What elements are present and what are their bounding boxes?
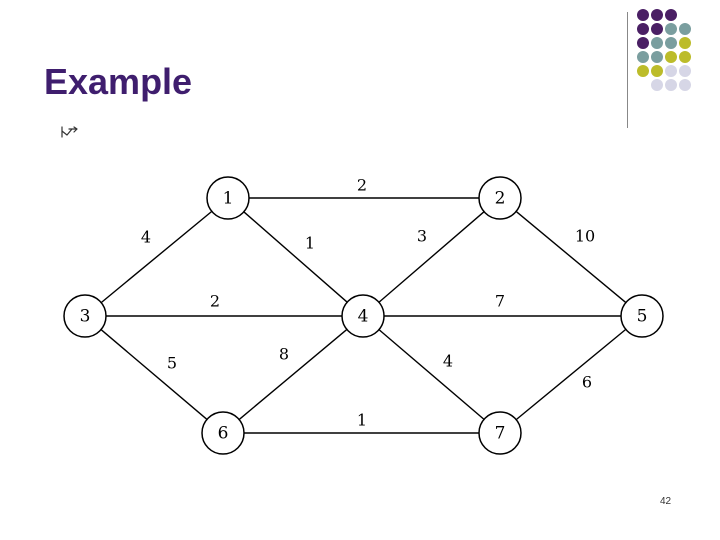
decor-dot-lavender bbox=[679, 65, 691, 77]
graph-node-3: 3 bbox=[63, 294, 107, 338]
edge-4-7 bbox=[378, 329, 485, 420]
edge-weight-6-7: 1 bbox=[357, 411, 367, 430]
decor-dot-lavender bbox=[679, 79, 691, 91]
decor-dot-teal bbox=[651, 51, 663, 63]
node-label: 5 bbox=[637, 307, 648, 327]
bullet-arrow-icon bbox=[61, 126, 78, 138]
edge-weight-1-4: 1 bbox=[305, 234, 315, 253]
edge-weight-4-7: 4 bbox=[443, 352, 453, 371]
decor-dot-olive bbox=[637, 65, 649, 77]
page-number: 42 bbox=[660, 496, 672, 507]
decor-dot-purple bbox=[637, 23, 649, 35]
node-circle bbox=[341, 294, 385, 338]
decor-dot-teal bbox=[665, 23, 677, 35]
node-label: 4 bbox=[358, 307, 369, 327]
graph-node-4: 4 bbox=[341, 294, 385, 338]
node-circle bbox=[478, 176, 522, 220]
decor-dot-olive bbox=[679, 37, 691, 49]
decor-dot-olive bbox=[651, 65, 663, 77]
node-circle bbox=[63, 294, 107, 338]
graph-node-7: 7 bbox=[478, 411, 522, 455]
edge-3-6 bbox=[100, 329, 208, 420]
edge-weight-1-2: 2 bbox=[357, 176, 367, 195]
graph-edges bbox=[100, 197, 627, 434]
decor-dot-purple bbox=[651, 23, 663, 35]
decor-dot-teal bbox=[665, 37, 677, 49]
graph-edge-weights: 2 4 1 3 10 2 7 5 8 4 6 1 bbox=[141, 176, 595, 430]
edge-5-7 bbox=[515, 328, 627, 421]
graph-node-6: 6 bbox=[201, 411, 245, 455]
edge-1-4 bbox=[243, 211, 348, 303]
node-circle bbox=[620, 294, 664, 338]
graph-nodes: 1 2 3 4 5 6 7 bbox=[63, 176, 664, 455]
node-circle bbox=[478, 411, 522, 455]
decor-dot-teal bbox=[651, 37, 663, 49]
decor-dot-olive bbox=[665, 51, 677, 63]
edge-weight-3-6: 5 bbox=[167, 354, 177, 373]
edge-weight-2-4: 3 bbox=[417, 227, 427, 246]
header-divider bbox=[627, 12, 628, 128]
node-label: 3 bbox=[80, 307, 91, 327]
decorative-dot-grid bbox=[637, 9, 691, 91]
node-label: 2 bbox=[495, 189, 506, 209]
edge-weight-4-5: 7 bbox=[495, 292, 505, 311]
node-label: 7 bbox=[495, 424, 506, 444]
decor-dot-purple bbox=[651, 9, 663, 21]
edge-4-6 bbox=[238, 328, 348, 421]
node-circle bbox=[206, 176, 250, 220]
graph-node-5: 5 bbox=[620, 294, 664, 338]
decor-dot-teal bbox=[679, 23, 691, 35]
decor-dot-olive bbox=[679, 51, 691, 63]
edge-weight-1-3: 4 bbox=[141, 228, 151, 247]
edge-weight-5-7: 6 bbox=[582, 373, 592, 392]
edge-weight-2-5: 10 bbox=[575, 227, 595, 246]
decor-dot-purple bbox=[637, 9, 649, 21]
edge-1-3 bbox=[100, 210, 213, 304]
decor-dot-lavender bbox=[665, 65, 677, 77]
edge-2-4 bbox=[378, 211, 485, 303]
slide-title: Example bbox=[44, 61, 193, 102]
edge-2-5 bbox=[515, 210, 627, 304]
decor-dot-teal bbox=[637, 51, 649, 63]
decor-dot-purple bbox=[665, 9, 677, 21]
edge-weight-3-4: 2 bbox=[210, 292, 220, 311]
node-circle bbox=[201, 411, 245, 455]
decor-dot-purple bbox=[637, 37, 649, 49]
graph-node-1: 1 bbox=[206, 176, 250, 220]
node-label: 1 bbox=[223, 189, 234, 209]
decor-dot-lavender bbox=[665, 79, 677, 91]
graph-node-2: 2 bbox=[478, 176, 522, 220]
decor-dot-lavender bbox=[651, 79, 663, 91]
edge-weight-4-6: 8 bbox=[279, 345, 289, 364]
node-label: 6 bbox=[218, 424, 229, 444]
